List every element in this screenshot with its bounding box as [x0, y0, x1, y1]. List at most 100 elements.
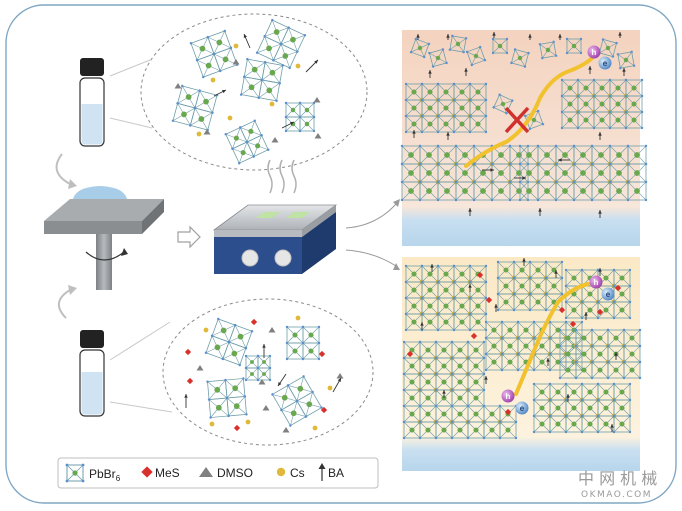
octahedron-icon — [295, 390, 323, 418]
octahedron-cluster — [271, 375, 323, 427]
octahedron-icon — [500, 352, 520, 372]
ba-arrow — [598, 132, 602, 140]
svg-text:h: h — [506, 392, 511, 401]
ba-arrow — [446, 34, 450, 40]
octahedron-cluster — [171, 84, 219, 132]
ba-arrow — [428, 70, 432, 78]
ba-arrow — [416, 34, 420, 40]
legend-dmso-icon — [199, 467, 213, 477]
ba-arrow — [618, 32, 622, 38]
ba-arrow — [464, 68, 468, 76]
electron-marker-bottom-left: e — [515, 401, 529, 415]
ba-arrow — [468, 208, 472, 216]
ba-arrow — [492, 32, 496, 38]
octahedron-icon — [612, 398, 632, 418]
octahedron-icon — [510, 48, 530, 68]
octahedron-cluster — [285, 325, 321, 361]
ba-arrow — [622, 68, 626, 76]
arrowhead-icon — [68, 285, 77, 295]
cs-cation — [312, 425, 318, 431]
solution-bottom-species — [184, 315, 344, 433]
octahedron-icon — [272, 42, 299, 70]
cs-cation — [203, 327, 209, 333]
dmso-molecule — [196, 365, 204, 371]
svg-text:h: h — [594, 278, 599, 287]
svg-text:e: e — [520, 404, 525, 413]
dmso-molecule — [271, 137, 279, 143]
octahedron-cluster — [189, 29, 239, 79]
ba-arrow — [482, 168, 494, 172]
ba-arrow — [277, 373, 287, 387]
octahedron-icon — [626, 180, 648, 202]
octahedron-icon — [498, 420, 518, 440]
octahedron-icon — [225, 395, 248, 418]
mes-molecule — [470, 332, 478, 340]
perovskite-lattice — [558, 328, 642, 380]
octahedron-icon — [301, 341, 321, 361]
dmso-molecule — [314, 133, 322, 139]
octahedron-icon — [538, 40, 558, 60]
perovskite-lattice — [404, 82, 488, 134]
octahedron-cluster — [224, 119, 270, 165]
curved-arrow-icon — [345, 249, 397, 267]
cs-cation — [269, 101, 275, 107]
solution-ellipse-top — [140, 13, 368, 171]
svg-text:e: e — [603, 59, 608, 68]
octahedron-icon — [436, 180, 458, 202]
dmso-molecule — [232, 59, 240, 65]
octahedron-icon — [491, 37, 509, 55]
ba-arrow — [442, 390, 446, 398]
ba-arrow — [332, 377, 342, 393]
cs-cation — [210, 77, 216, 83]
legend: PbBr6 MeS DMSO Cs BA — [57, 457, 379, 489]
octahedron-icon — [484, 336, 504, 356]
octahedron-icon — [590, 344, 610, 364]
perovskite-lattice — [532, 382, 632, 434]
octahedron-icon — [176, 84, 201, 110]
octahedron-icon — [616, 50, 636, 70]
electron-marker-bottom-right: e — [601, 287, 615, 301]
hole-marker-top: h — [587, 45, 601, 59]
octahedron-icon — [508, 180, 530, 202]
curved-arrow-icon — [55, 153, 71, 185]
svg-text:h: h — [592, 48, 597, 57]
ba-arrow — [184, 394, 188, 408]
arrowhead-icon — [68, 179, 77, 189]
ba-arrow — [558, 34, 562, 40]
ba-arrow — [528, 34, 532, 40]
octahedron-icon — [257, 78, 281, 103]
legend-mes-icon — [141, 466, 153, 478]
solution-top-species — [171, 18, 322, 165]
legend-ba-arrow-icon — [318, 463, 326, 481]
mes-molecule — [406, 350, 414, 358]
ba-arrow — [558, 158, 570, 162]
mes-molecule — [504, 408, 512, 416]
ba-arrow — [412, 130, 416, 138]
process-arrow-icon — [177, 225, 201, 249]
octahedron-icon — [596, 300, 616, 320]
octahedron-icon — [245, 134, 270, 158]
ba-arrow — [566, 394, 570, 402]
cs-cation — [233, 43, 239, 49]
dmso-molecule — [203, 129, 211, 135]
octahedron-icon — [409, 37, 431, 59]
dmso-molecule — [313, 97, 321, 103]
octahedron-icon — [189, 106, 214, 132]
octahedron-icon — [624, 110, 644, 130]
cs-cation — [209, 421, 215, 427]
ba-arrow — [554, 270, 558, 278]
octahedron-cluster — [255, 18, 307, 70]
octahedron-cluster — [244, 354, 272, 382]
svg-text:e: e — [606, 290, 611, 299]
ba-arrow — [610, 424, 614, 432]
curved-arrow-icon — [58, 289, 71, 319]
octahedron-icon — [548, 336, 568, 356]
rotation-arrow-icon — [85, 251, 125, 261]
ba-arrow — [514, 176, 526, 180]
ba-arrow — [598, 210, 602, 218]
octahedron-icon — [468, 312, 488, 332]
legend-octahedron-icon — [65, 463, 85, 483]
octahedron-icon — [448, 34, 468, 54]
perovskite-lattice — [402, 404, 518, 440]
